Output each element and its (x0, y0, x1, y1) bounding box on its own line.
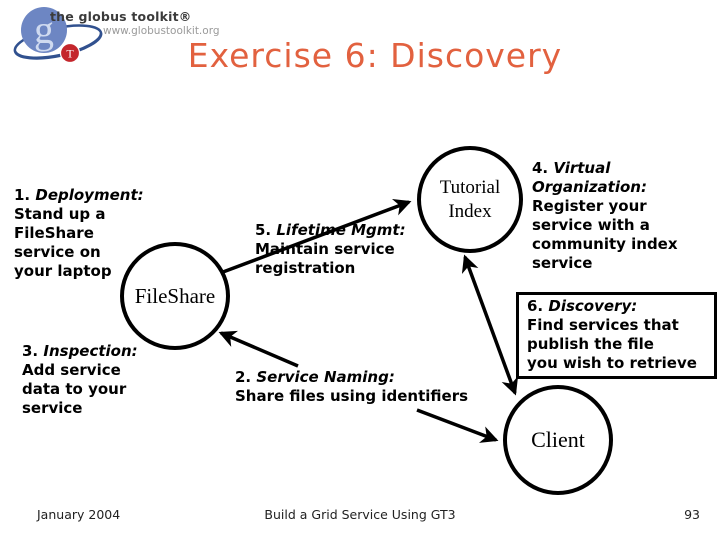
globus-g-letter: g (34, 7, 54, 52)
arrow-index-client-bidirectional (461, 254, 519, 396)
annotation-inspection: 3. Inspection: Add service data to your … (22, 342, 174, 418)
footer: January 2004 Build a Grid Service Using … (0, 507, 720, 527)
annotation-body: Register your service with a community i… (532, 197, 678, 272)
node-fileshare-label: FileShare (134, 283, 216, 308)
logo-brand-text: the globus toolkit® (50, 9, 192, 24)
node-client-label: Client (531, 427, 585, 452)
annotation-body: Share files using identifiers (235, 387, 469, 405)
annotation-term: Discovery: (548, 297, 638, 315)
annotation-lifetime-mgmt: 5. Lifetime Mgmt: Maintain service regis… (255, 221, 430, 278)
annotation-term: Virtual Organization: (532, 159, 647, 196)
arrow-naming-to-client (416, 408, 499, 443)
node-tutorial-index: Tutorial Index (417, 146, 523, 253)
node-fileshare: FileShare (120, 242, 230, 350)
annotation-term: Lifetime Mgmt: (276, 221, 406, 239)
annotation-number: 3. (22, 342, 39, 360)
slide-title: Exercise 6: Discovery (187, 36, 563, 75)
annotation-term: Deployment: (35, 186, 144, 204)
annotation-body: Maintain service registration (255, 240, 395, 277)
globe-icon (21, 7, 67, 53)
annotation-number: 6. (527, 297, 544, 315)
node-tutorial-index-label: Tutorial Index (439, 176, 501, 222)
annotation-deployment: 1. Deployment: Stand up a FileShare serv… (14, 186, 166, 281)
arrow-naming-to-fileshare (218, 330, 299, 368)
node-client: Client (503, 385, 613, 495)
annotation-discovery-box: 6. Discovery: Find services that publish… (516, 292, 717, 379)
globus-logo-graphic: g T (13, 7, 103, 64)
footer-title: Build a Grid Service Using GT3 (264, 507, 456, 522)
annotation-body: Find services that publish the file you … (527, 316, 697, 372)
logo-url-text: www.globustoolkit.org (103, 25, 220, 37)
globus-logo: g T the globus toolkit® www.globustoolki… (6, 2, 236, 72)
annotation-term: Inspection: (43, 342, 138, 360)
annotation-number: 5. (255, 221, 272, 239)
footer-page-number: 93 (684, 507, 700, 522)
annotation-number: 4. (532, 159, 549, 177)
footer-date: January 2004 (37, 507, 121, 522)
t-ball-icon (59, 42, 81, 64)
annotation-number: 2. (235, 368, 252, 386)
annotation-body: Add service data to your service (22, 361, 127, 417)
annotation-number: 1. (14, 186, 31, 204)
annotation-service-naming: 2. Service Naming: Share files using ide… (235, 368, 495, 406)
globus-t-letter: T (66, 47, 74, 61)
annotation-term: Service Naming: (256, 368, 395, 386)
arrow-fileshare-to-index (222, 199, 412, 274)
annotation-body: Stand up a FileShare service on your lap… (14, 205, 112, 280)
annotation-virtual-organization: 4. Virtual Organization: Register your s… (532, 159, 696, 273)
